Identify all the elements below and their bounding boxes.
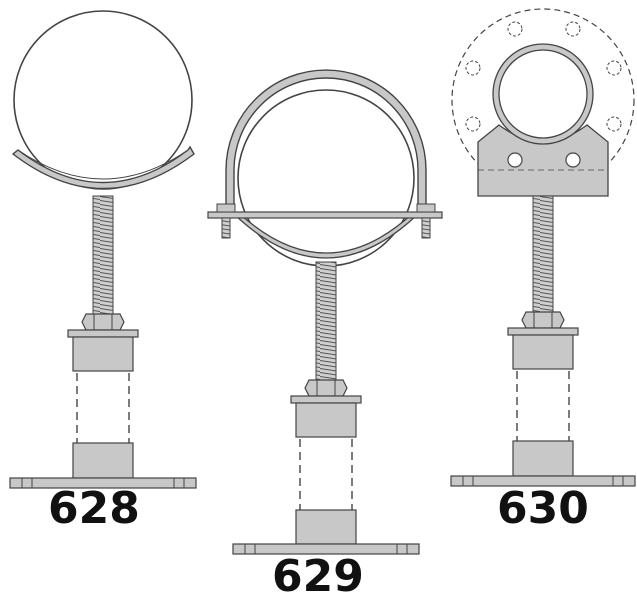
left-nut-629	[216, 203, 236, 213]
pipe-629	[237, 89, 415, 267]
left-bolt-end-629	[221, 217, 231, 239]
plate-hole-right-630	[565, 152, 581, 168]
upper-sleeve-628	[72, 336, 134, 372]
washer-630	[507, 327, 579, 336]
model-label-629: 629	[272, 551, 364, 602]
pipe-bore-630	[498, 49, 588, 139]
hex-nut-628	[81, 313, 125, 331]
threaded-rod-629	[315, 261, 337, 381]
hex-nut-629	[304, 379, 348, 397]
upper-sleeve-629	[295, 402, 357, 438]
saddle-628	[11, 145, 195, 190]
cross-bar-629	[207, 211, 443, 219]
support-628	[9, 10, 197, 489]
plate-hole-left-630	[507, 152, 523, 168]
lower-sleeve-630	[512, 440, 574, 477]
hex-nut-630	[521, 311, 565, 329]
upper-sleeve-630	[512, 334, 574, 370]
model-label-630: 630	[497, 483, 589, 534]
base-plate-628	[9, 477, 197, 489]
threaded-rod-630	[532, 195, 554, 313]
base-plate-629	[232, 543, 420, 555]
model-label-628: 628	[48, 483, 140, 534]
right-nut-629	[416, 203, 436, 213]
washer-628	[67, 329, 139, 338]
support-629	[207, 69, 443, 555]
threaded-rod-628	[92, 195, 114, 315]
base-plate-630	[450, 475, 636, 487]
pipe-628	[13, 10, 193, 190]
flange-bolt-holes-630	[465, 21, 622, 132]
support-630	[450, 8, 636, 487]
washer-629	[290, 395, 362, 404]
lower-sleeve-628	[72, 442, 134, 479]
lower-sleeve-629	[295, 509, 357, 545]
right-bolt-end-629	[421, 217, 431, 239]
